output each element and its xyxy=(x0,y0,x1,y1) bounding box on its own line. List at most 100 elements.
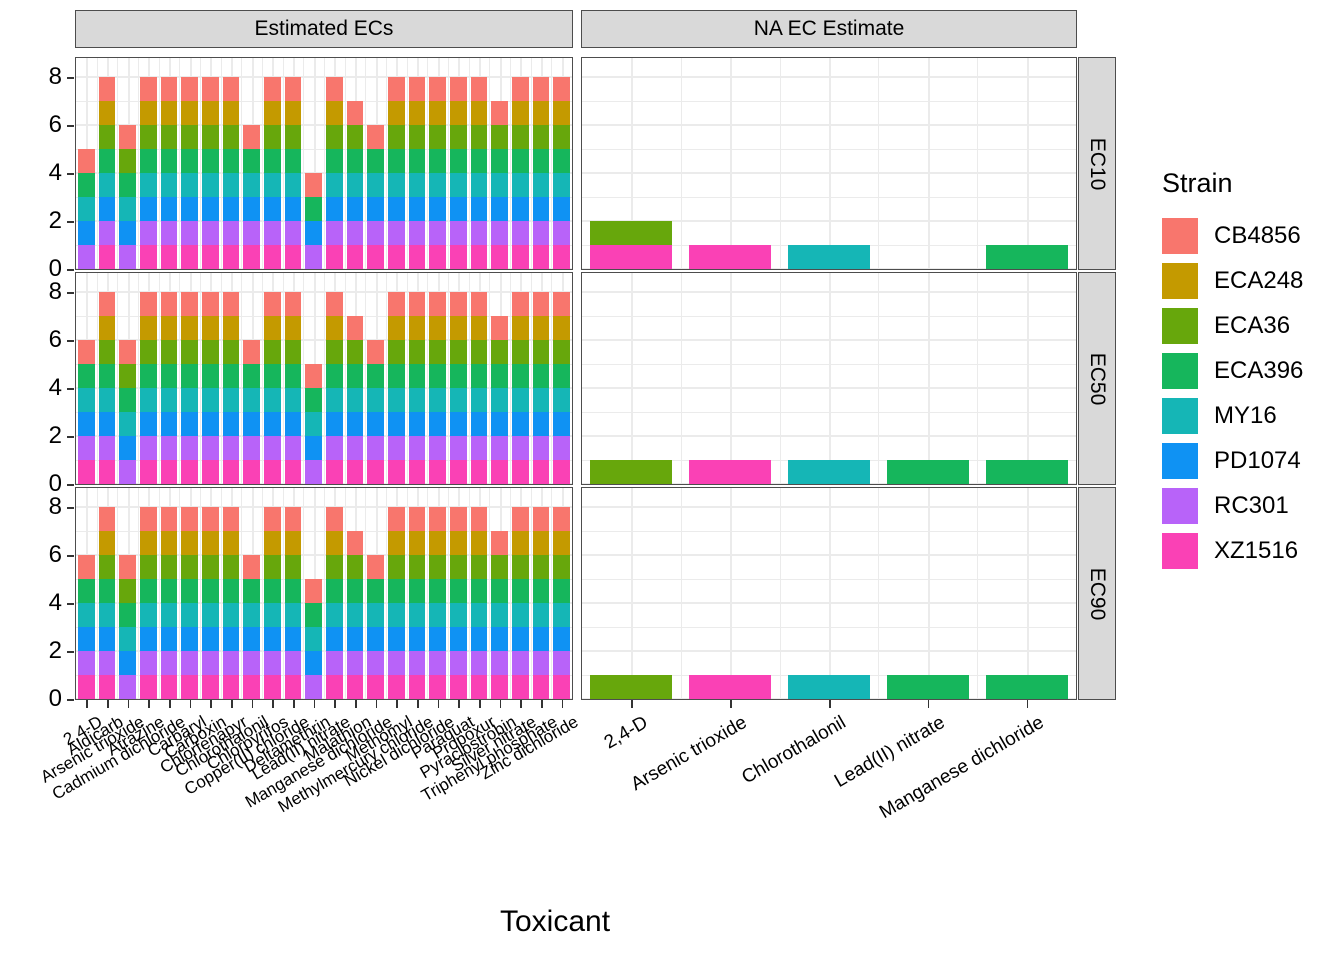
grid-line-vertical-minor xyxy=(680,488,682,699)
y-axis-tick-label: 2 xyxy=(48,207,62,235)
legend-item-rc301[interactable]: RC301 xyxy=(1162,483,1303,528)
bar-stack xyxy=(181,292,198,484)
legend-item-label: MY16 xyxy=(1214,401,1277,429)
bar-stack xyxy=(284,77,302,269)
bar-segment xyxy=(491,364,508,389)
bar-segment xyxy=(181,507,198,532)
bar-segment xyxy=(512,340,529,365)
bar-segment xyxy=(491,412,508,437)
bar-segment xyxy=(119,555,136,580)
bar-segment xyxy=(491,579,508,604)
bar-segment xyxy=(512,507,529,532)
bar-segment xyxy=(532,101,550,126)
bar-segment xyxy=(160,245,178,269)
legend-item-eca396[interactable]: ECA396 xyxy=(1162,348,1303,393)
bar-segment xyxy=(553,197,570,222)
bar-segment xyxy=(346,651,364,676)
bar-stack xyxy=(284,292,302,484)
bar-segment xyxy=(202,651,219,676)
bar-segment xyxy=(326,340,343,365)
bar-segment xyxy=(140,292,157,317)
bar-segment xyxy=(346,531,364,556)
bar-segment xyxy=(140,77,157,102)
bar-segment xyxy=(222,149,240,174)
bar-stack xyxy=(181,77,198,269)
facet-strip-ec50: EC50 xyxy=(1078,272,1116,485)
facet-strip-ec10: EC10 xyxy=(1078,57,1116,270)
bar-segment xyxy=(470,197,488,222)
bar-segment xyxy=(512,651,529,676)
bar-stack xyxy=(78,555,95,699)
legend-swatch-icon xyxy=(1162,262,1198,299)
x-axis-tick xyxy=(334,700,336,708)
x-axis-tick xyxy=(107,700,109,708)
legend-item-cb4856[interactable]: CB4856 xyxy=(1162,213,1303,258)
bar-segment xyxy=(532,125,550,150)
bar-segment xyxy=(450,555,467,580)
bar-segment xyxy=(78,436,95,461)
bar-segment xyxy=(408,436,426,461)
bar-segment xyxy=(305,651,322,676)
bar-segment xyxy=(264,340,281,365)
bar-segment xyxy=(119,173,136,198)
grid-line-vertical-minor xyxy=(572,58,573,269)
bar-segment xyxy=(367,388,384,413)
legend-swatch-icon xyxy=(1162,397,1198,434)
grid-line-vertical-minor xyxy=(117,273,119,484)
legend-item-my16[interactable]: MY16 xyxy=(1162,393,1303,438)
grid-line-vertical-minor xyxy=(365,58,367,269)
bar-segment xyxy=(181,197,198,222)
bar-segment xyxy=(470,507,488,532)
y-axis-tick-label: 2 xyxy=(48,637,62,665)
bar-segment xyxy=(532,292,550,317)
bar-segment xyxy=(553,245,570,269)
legend-item-eca36[interactable]: ECA36 xyxy=(1162,303,1303,348)
legend-item-label: CB4856 xyxy=(1214,221,1301,249)
bar-segment xyxy=(470,149,488,174)
y-axis-tick-label: 8 xyxy=(48,63,62,91)
bar-segment xyxy=(450,507,467,532)
facet-strip-ec90: EC90 xyxy=(1078,487,1116,700)
bar-segment xyxy=(532,364,550,389)
bar-segment xyxy=(140,245,157,269)
bar-segment xyxy=(532,603,550,628)
bar-segment xyxy=(429,245,446,269)
legend-item-eca248[interactable]: ECA248 xyxy=(1162,258,1303,303)
legend-item-xz1516[interactable]: XZ1516 xyxy=(1162,528,1303,573)
bar-segment xyxy=(326,531,343,556)
bar-stack xyxy=(450,77,467,269)
bar-segment xyxy=(222,388,240,413)
bar-segment xyxy=(160,316,178,341)
bar-segment xyxy=(326,627,343,652)
grid-line-vertical-minor xyxy=(489,58,491,269)
bar-stack xyxy=(408,77,426,269)
grid-line-vertical-minor xyxy=(551,488,553,699)
bar-segment xyxy=(532,77,550,102)
y-axis-tick-label: 4 xyxy=(48,589,62,617)
y-axis-tick xyxy=(67,484,74,486)
x-axis-tick xyxy=(293,700,295,708)
bar-segment xyxy=(388,221,405,246)
bar-segment xyxy=(98,555,116,580)
y-axis-tick xyxy=(67,221,74,223)
bar-segment xyxy=(590,460,673,484)
bar-segment xyxy=(160,531,178,556)
legend-item-pd1074[interactable]: PD1074 xyxy=(1162,438,1303,483)
grid-line-vertical xyxy=(927,488,930,699)
bar-segment xyxy=(140,603,157,628)
bar-segment xyxy=(388,579,405,604)
bar-segment xyxy=(284,340,302,365)
bar-segment xyxy=(243,436,260,461)
bar-stack xyxy=(388,292,405,484)
bar-segment xyxy=(222,316,240,341)
grid-line-vertical xyxy=(631,273,634,484)
bar-segment xyxy=(284,149,302,174)
bar-segment xyxy=(689,245,772,269)
bar-segment xyxy=(532,675,550,699)
bar-segment xyxy=(787,675,870,699)
bar-segment xyxy=(408,388,426,413)
bar-segment xyxy=(284,460,302,484)
bar-segment xyxy=(367,340,384,365)
bar-segment xyxy=(243,197,260,222)
bar-stack xyxy=(202,292,219,484)
